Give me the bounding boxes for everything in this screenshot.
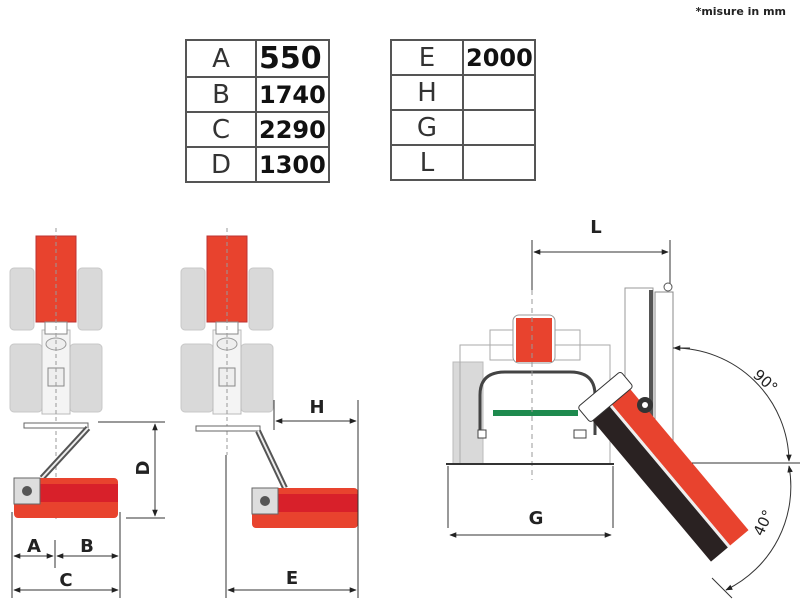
table-row: C 2290 (185, 111, 330, 148)
dim-b-label: B (80, 536, 94, 557)
table-row: D 1300 (185, 146, 330, 183)
dim-value (462, 144, 536, 181)
dim-value: 2000 (462, 39, 536, 76)
tractor-top-icon (180, 235, 274, 415)
dim-label: E (390, 39, 464, 76)
dimension-table-right: E 2000 H G L (390, 39, 536, 181)
dim-label: A (185, 39, 257, 78)
view-top-retracted: D A B C (9, 228, 165, 598)
angle-90-label: 90° (749, 366, 781, 397)
angle-40-label: 40° (750, 507, 778, 539)
dim-value (462, 74, 536, 111)
dim-value: 550 (255, 39, 330, 78)
mower-body-icon (251, 487, 358, 528)
dim-a-label: A (27, 536, 41, 557)
dim-h-label: H (309, 397, 324, 418)
dim-value: 1300 (255, 146, 330, 183)
dim-e-label: E (286, 568, 298, 589)
units-note: *misure in mm (695, 5, 786, 18)
view-rear-tilt: L (446, 217, 800, 599)
dim-c-label: C (59, 570, 72, 591)
tractor-top-icon (9, 235, 103, 415)
dimension-table-left: A 550 B 1740 C 2290 D 1300 (185, 39, 330, 183)
dim-l-label: L (590, 217, 601, 238)
table-row: B 1740 (185, 76, 330, 113)
dim-d-label: D (133, 461, 154, 476)
table-row: A 550 (185, 39, 330, 78)
mower-body-icon (13, 477, 118, 518)
dim-value (462, 109, 536, 146)
table-row: L (390, 144, 536, 181)
dim-value: 1740 (255, 76, 330, 113)
dim-label: D (185, 146, 257, 183)
view-top-extended: H E (180, 228, 359, 598)
dim-label: H (390, 74, 464, 111)
dim-label: L (390, 144, 464, 181)
dim-label: B (185, 76, 257, 113)
table-row: H (390, 74, 536, 111)
dim-label: C (185, 111, 257, 148)
dim-g-label: G (529, 508, 544, 529)
table-row: E 2000 (390, 39, 536, 76)
dim-label: G (390, 109, 464, 146)
table-row: G (390, 109, 536, 146)
mower-tilted-icon (578, 372, 749, 562)
dim-value: 2290 (255, 111, 330, 148)
